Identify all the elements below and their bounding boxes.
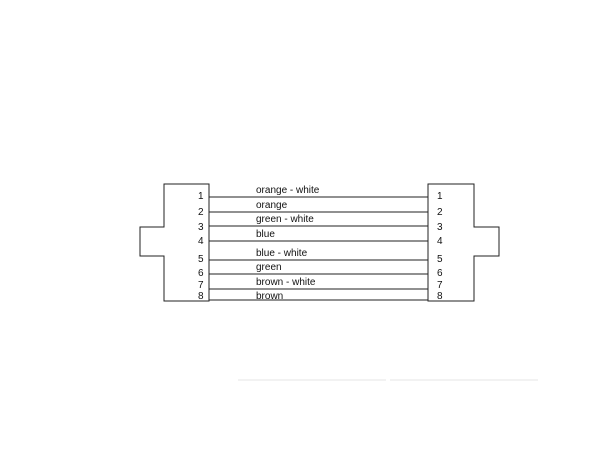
left-pin-numbers: 1 2 3 4 5 678: [198, 191, 204, 302]
right-pin-5: 5: [437, 254, 443, 265]
wire-label-3: green - white: [256, 214, 314, 225]
right-pin-7: 7: [437, 280, 443, 291]
wire-label-4: blue: [256, 229, 275, 240]
left-pin-2: 2: [198, 207, 204, 218]
right-pin-4: 4: [437, 236, 443, 247]
wire-label-5: blue - white: [256, 248, 308, 259]
right-pin-8: 8: [437, 291, 443, 302]
left-pin-1: 1: [198, 191, 204, 202]
wires-layer: orange - white orange green - white blue blu…: [209, 185, 428, 302]
wire-label-1: orange - white: [256, 185, 320, 196]
left-pin-4: 4: [198, 236, 204, 247]
right-pin-1: 1: [437, 191, 443, 202]
left-pin-8: 8: [198, 291, 204, 302]
right-connector: [427, 183, 500, 302]
right-pin-numbers: 1 2 3 4 5 678: [437, 191, 443, 302]
right-pin-2: 2: [437, 207, 443, 218]
left-pin-7: 7: [198, 280, 204, 291]
wire-label-8: brown: [256, 291, 283, 302]
left-connector: [139, 183, 210, 302]
wire-label-6: green: [256, 262, 282, 273]
left-pin-5: 5: [198, 254, 204, 265]
wire-label-7: brown - white: [256, 277, 316, 288]
wire-label-2: orange: [256, 200, 288, 211]
left-pin-3: 3: [198, 222, 204, 233]
right-pin-3: 3: [437, 222, 443, 233]
left-pin-6: 6: [198, 268, 204, 279]
right-pin-6: 6: [437, 268, 443, 279]
